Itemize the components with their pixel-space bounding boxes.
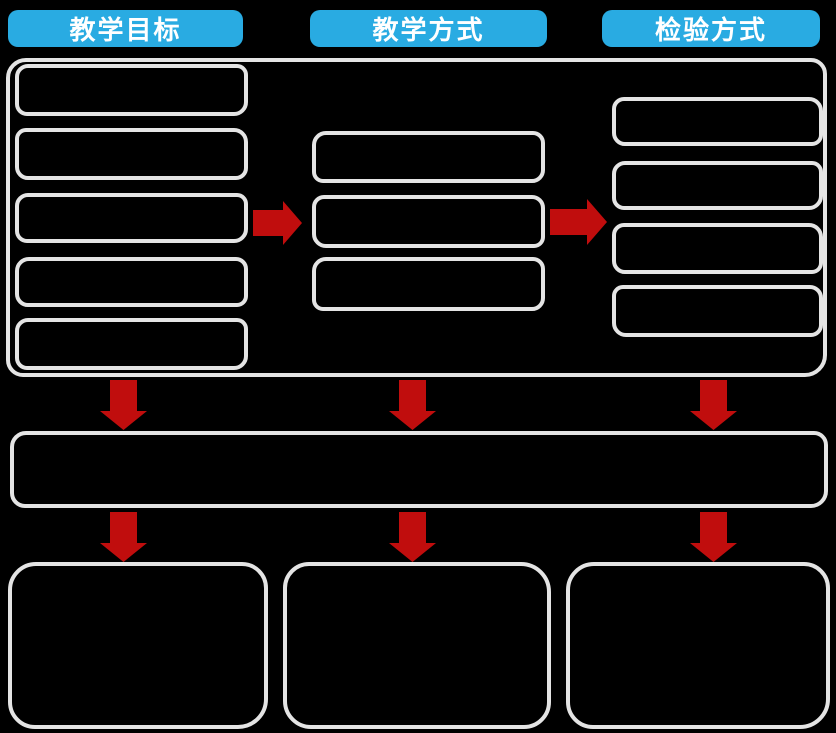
bottom-panel	[566, 562, 830, 729]
down-arrow-icon	[389, 512, 436, 562]
objective-box	[15, 318, 248, 370]
right-arrow-icon	[253, 201, 302, 245]
objective-box	[15, 193, 248, 243]
summary-bar-box	[10, 431, 828, 508]
column-header-objectives: 教学目标	[8, 10, 243, 47]
test-box	[612, 97, 823, 146]
column-header-testing: 检验方式	[602, 10, 820, 47]
objective-box	[15, 257, 248, 307]
objective-box	[15, 64, 248, 116]
top-section-container-box	[6, 58, 827, 377]
method-box	[312, 257, 545, 311]
column-header-methods: 教学方式	[310, 10, 547, 47]
bottom-panel	[283, 562, 551, 729]
down-arrow-icon	[690, 380, 737, 430]
bottom-panel	[8, 562, 268, 729]
objective-box	[15, 128, 248, 180]
test-box	[612, 223, 823, 274]
right-arrow-icon	[550, 199, 607, 245]
method-box	[312, 195, 545, 248]
test-box	[612, 285, 823, 337]
down-arrow-icon	[100, 512, 147, 562]
down-arrow-icon	[100, 380, 147, 430]
test-box	[612, 161, 823, 210]
down-arrow-icon	[389, 380, 436, 430]
down-arrow-icon	[690, 512, 737, 562]
method-box	[312, 131, 545, 183]
